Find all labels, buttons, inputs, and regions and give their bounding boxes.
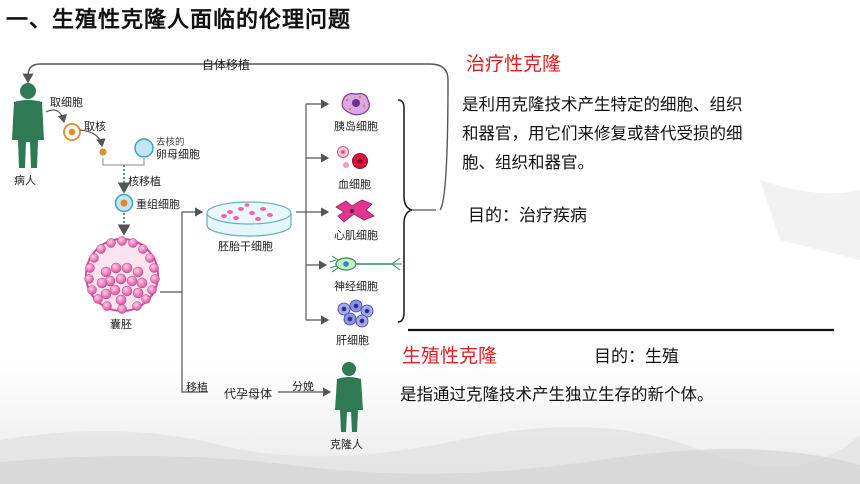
label-clone-human: 克隆人 — [330, 438, 363, 451]
label-blood-cell: 血细胞 — [338, 178, 371, 191]
liver-cell-graphic — [337, 299, 374, 328]
blood-cell-graphic — [337, 146, 368, 169]
extract-nucleus-arrow — [79, 129, 106, 148]
label-enucleated: 去核的 — [156, 137, 185, 148]
reproductive-cloning-description: 是指通过克隆技术产生独立生存的新个体。 — [400, 385, 714, 404]
label-islet-cell: 胰岛细胞 — [334, 120, 378, 133]
autologous-transplant-arrow — [22, 63, 449, 211]
enucleated-oocyte — [134, 138, 154, 158]
label-cardiac-cell: 心肌细胞 — [334, 229, 378, 242]
reconstructed-cell — [114, 193, 134, 213]
therapeutic-purpose: 目的：治疗疾病 — [468, 206, 587, 226]
therapeutic-description-line-3: 胞、组织和器官。 — [462, 153, 594, 172]
page-title: 一、生殖性克隆人面临的伦理问题 — [6, 8, 352, 33]
label-extract-cell: 取细胞 — [50, 96, 83, 109]
label-patient: 病人 — [14, 174, 36, 187]
cell-types-bracket — [397, 99, 413, 323]
label-embryonic-stem-cell: 胚胎干细胞 — [218, 240, 273, 253]
therapeutic-cloning-description: 是利用克隆技术产生特定的细胞、组织 和器官，用它们来修复或替代受损的细 胞、组织… — [462, 90, 842, 177]
clone-human-figure — [335, 362, 363, 432]
label-reconstructed-cell: 重组细胞 — [136, 198, 180, 211]
donor-cell — [63, 123, 81, 141]
islet-cell-graphic — [341, 93, 370, 116]
petri-dish-graphic — [206, 201, 292, 237]
label-delivery: 分娩 — [292, 380, 314, 393]
label-autologous-transplant: 自体移植 — [202, 58, 251, 72]
label-nuclear-transfer: 核移植 — [128, 175, 161, 188]
nucleus — [99, 148, 107, 156]
therapeutic-cloning-heading: 治疗性克隆 — [466, 53, 562, 75]
label-blastocyst: 囊胚 — [110, 318, 132, 331]
label-neuron: 神经细胞 — [334, 280, 378, 293]
neuron-graphic — [329, 255, 402, 273]
label-liver-cell: 肝细胞 — [336, 334, 369, 347]
patient-figure — [12, 83, 44, 168]
extract-cell-arrow — [45, 109, 68, 124]
reproductive-cloning-heading: 生殖性克隆 — [402, 345, 498, 367]
label-transplant: 移植 — [186, 381, 208, 394]
blastocyst-graphic — [84, 236, 160, 314]
therapeutic-description-line-2: 和器官，用它们来修复或替代受损的细 — [462, 124, 743, 143]
reproductive-purpose: 目的：生殖 — [594, 347, 679, 367]
label-oocyte: 卵母细胞 — [156, 148, 200, 161]
cardiac-cell-graphic — [335, 199, 375, 223]
label-extract-nucleus: 取核 — [84, 120, 106, 133]
therapeutic-description-line-1: 是利用克隆技术产生特定的细胞、组织 — [462, 95, 743, 114]
label-surrogate-mother: 代孕母体 — [224, 387, 273, 401]
